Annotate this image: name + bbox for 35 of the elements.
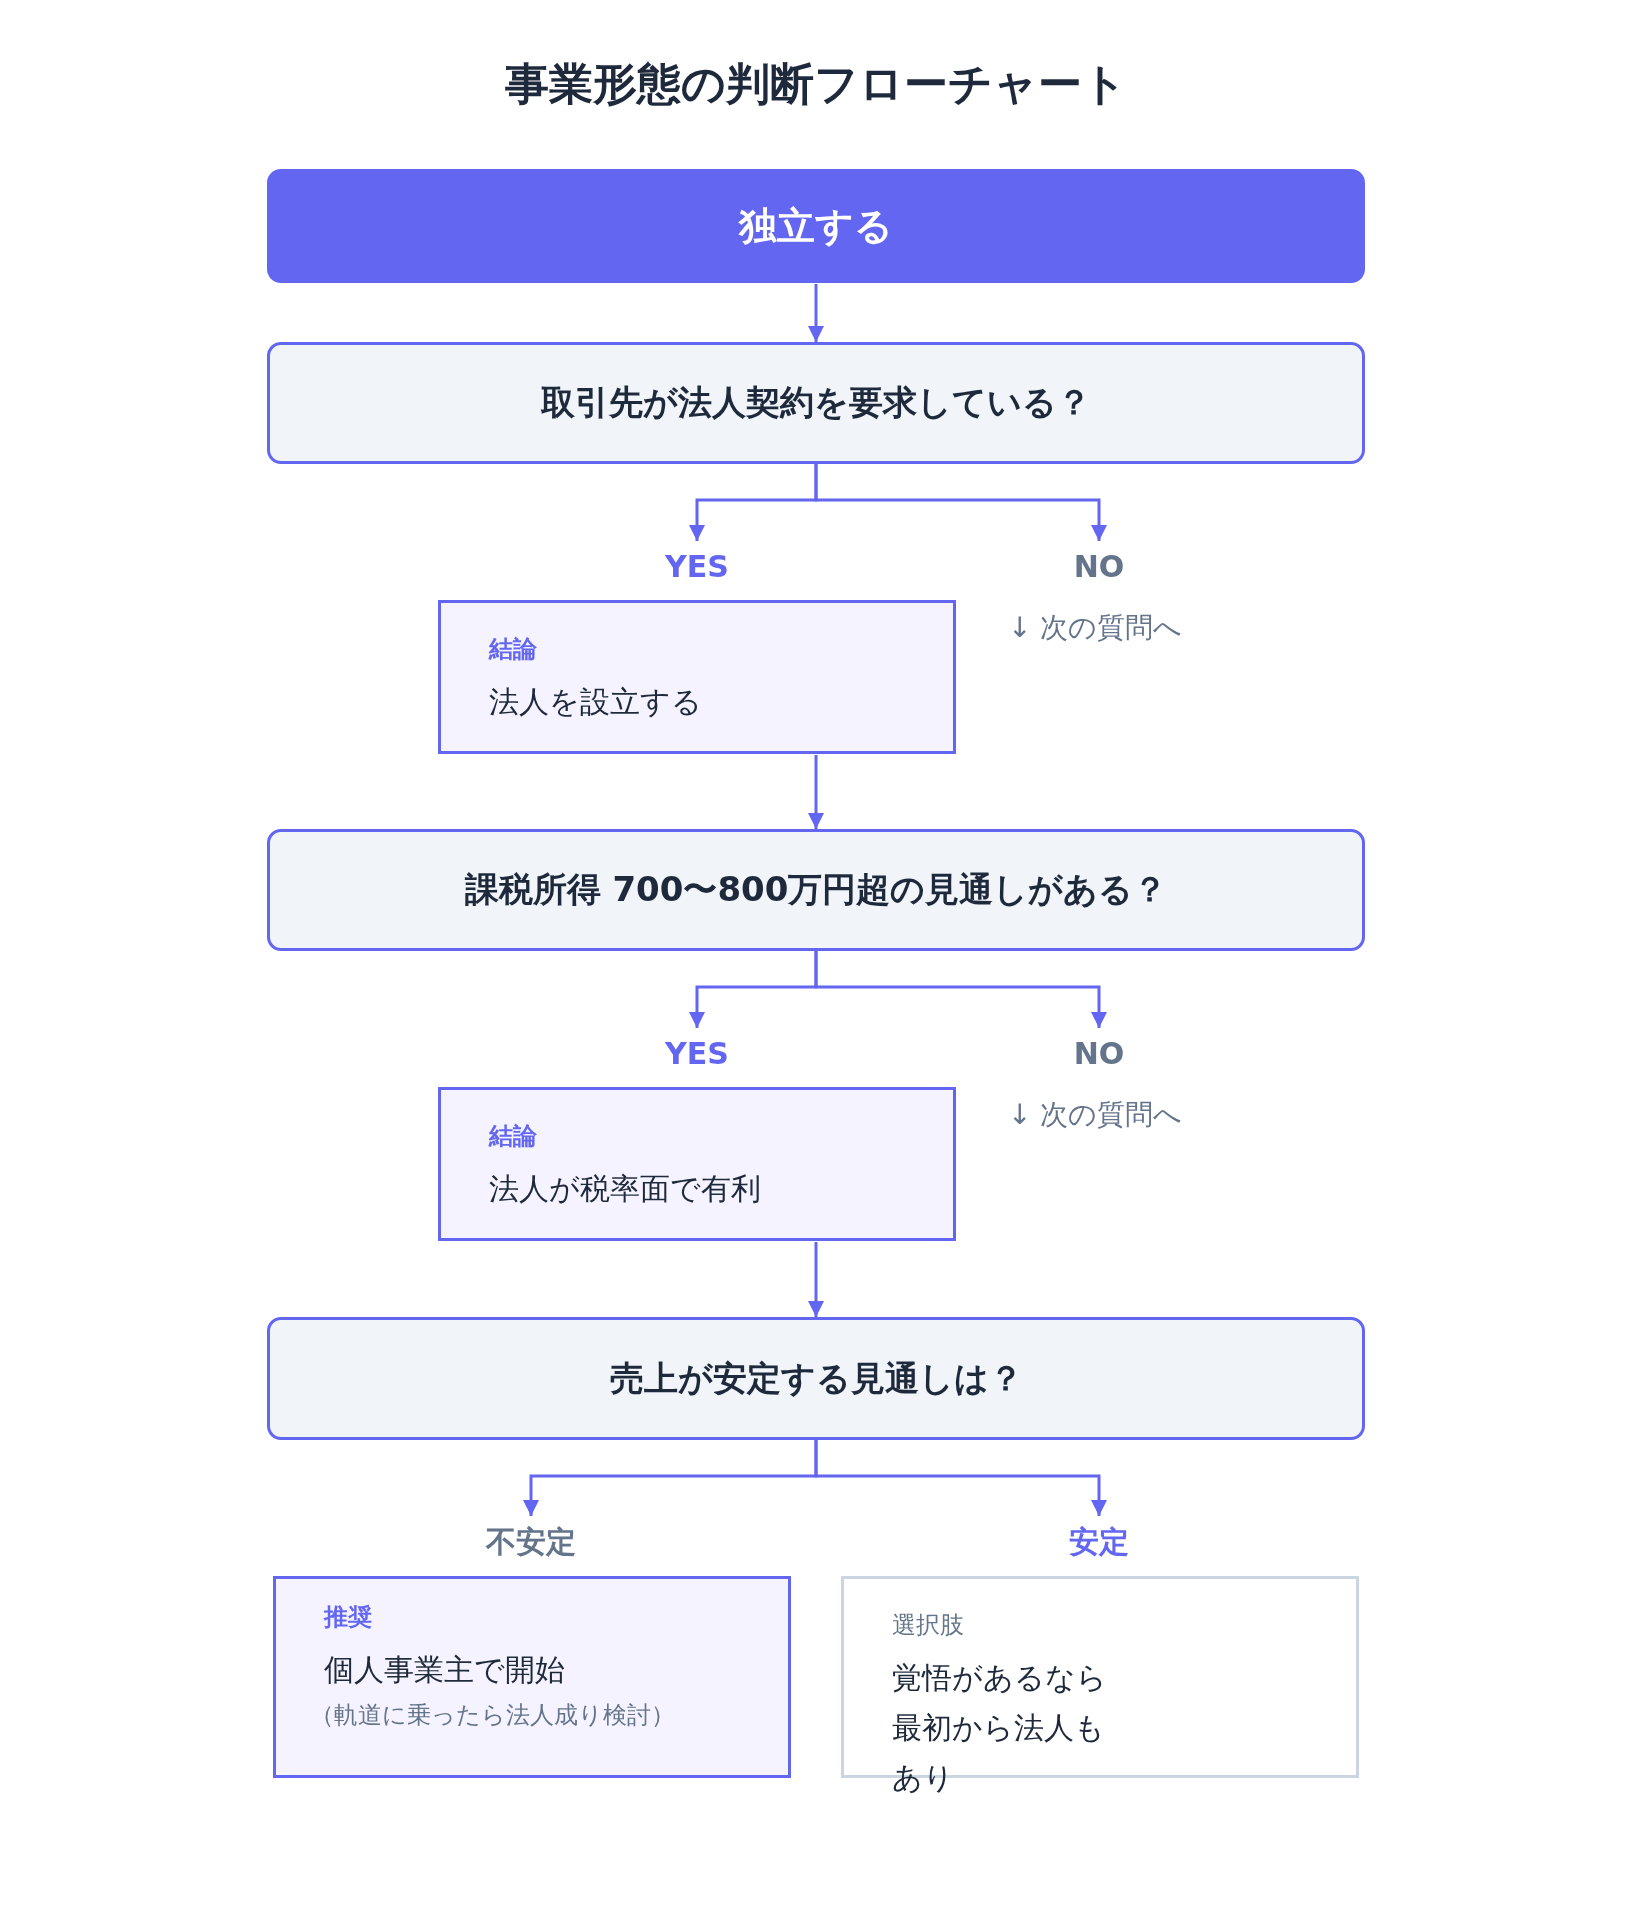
branch-label: 不安定: [476, 1522, 586, 1562]
box-heading: 結論: [489, 1121, 538, 1152]
question-text: 取引先が法人契約を要求している？: [541, 381, 1091, 424]
arrow: [814, 1440, 1107, 1516]
arrow: [814, 951, 1107, 1028]
question-box: [267, 829, 1365, 951]
branch-label: YES: [657, 1034, 737, 1074]
arrow: [808, 284, 824, 342]
box-heading: 選択肢: [892, 1610, 965, 1641]
box-heading: 結論: [489, 634, 538, 665]
branch-label: 安定: [1059, 1522, 1139, 1562]
question-text: 売上が安定する見通しは？: [609, 1356, 1023, 1400]
result-box: [438, 1087, 956, 1241]
result-box: [273, 1576, 791, 1778]
next-step-note: ↓ 次の質問へ: [1008, 1097, 1183, 1133]
question-text: 課税所得 700〜800万円超の見通しがある？: [464, 868, 1168, 911]
result-box: [438, 600, 956, 754]
next-step-note: ↓ 次の質問へ: [1008, 610, 1183, 646]
box-text: 法人が税率面で有利: [489, 1170, 762, 1208]
question-box: [267, 1317, 1365, 1440]
box-text: 個人事業主で開始: [324, 1651, 566, 1689]
chart-title: 事業形態の判断フローチャート: [504, 57, 1128, 111]
box-text: 法人を設立する: [489, 683, 703, 721]
arrow: [808, 755, 824, 829]
box-note: （軌道に乗ったら法人成り検討）: [310, 1700, 676, 1731]
arrow: [808, 1242, 824, 1317]
branch-label: NO: [1059, 1034, 1139, 1074]
start-box: [267, 169, 1365, 283]
branch-label: YES: [657, 547, 737, 587]
question-box: [267, 342, 1365, 464]
box-title: 独立する: [739, 202, 893, 250]
box-heading: 推奨: [324, 1602, 373, 1633]
branch-label: NO: [1059, 547, 1139, 587]
arrow: [814, 464, 1107, 541]
box-text: 覚悟があるなら最初から法人もあり: [892, 1659, 1108, 1797]
